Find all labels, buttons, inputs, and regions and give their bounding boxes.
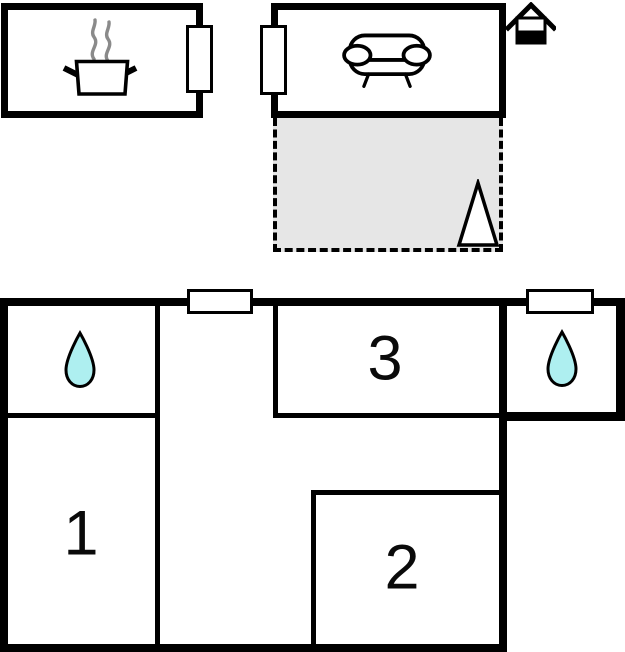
water-drop-shape [64,330,96,389]
wall-room2-left [311,490,316,644]
wall-bathroom-right-exterior [616,298,625,421]
steam-icon [104,20,112,63]
hall-window [187,289,253,314]
wall-bathroom-left-bottom [8,413,158,418]
room-2-label: 2 [384,532,420,603]
sofa-armrest-left [342,43,373,67]
sofa-icon [342,33,432,88]
wall-bathroom-right-bottom [499,412,625,421]
kitchen-room [1,3,203,118]
wall-room3-left [273,306,278,418]
tree-icon [456,179,500,247]
kitchen-window [186,25,213,93]
house-icon [506,2,556,45]
living-room-window [260,25,287,95]
wall-lower-left [0,298,8,652]
wall-interior-center-vertical [155,306,160,647]
water-drop-shape [546,329,578,388]
steam-icon [90,18,98,61]
sofa-armrest-right [401,43,432,67]
sofa-legs [362,72,412,88]
room-1-label: 1 [63,498,99,569]
cooking-pot-icon [62,18,138,96]
wall-lower-top [0,298,625,306]
room-3-label: 3 [367,323,403,394]
pot-body [74,59,130,96]
tree-shape [456,179,500,247]
water-drop-icon [64,330,96,389]
bathroom-right-window [526,289,594,314]
wall-lower-right [499,298,507,652]
wall-room3-bottom [273,413,501,418]
house-body-fill [517,30,545,43]
wall-lower-bottom [0,644,507,652]
water-drop-icon [546,329,578,388]
wall-room2-top [311,490,501,495]
